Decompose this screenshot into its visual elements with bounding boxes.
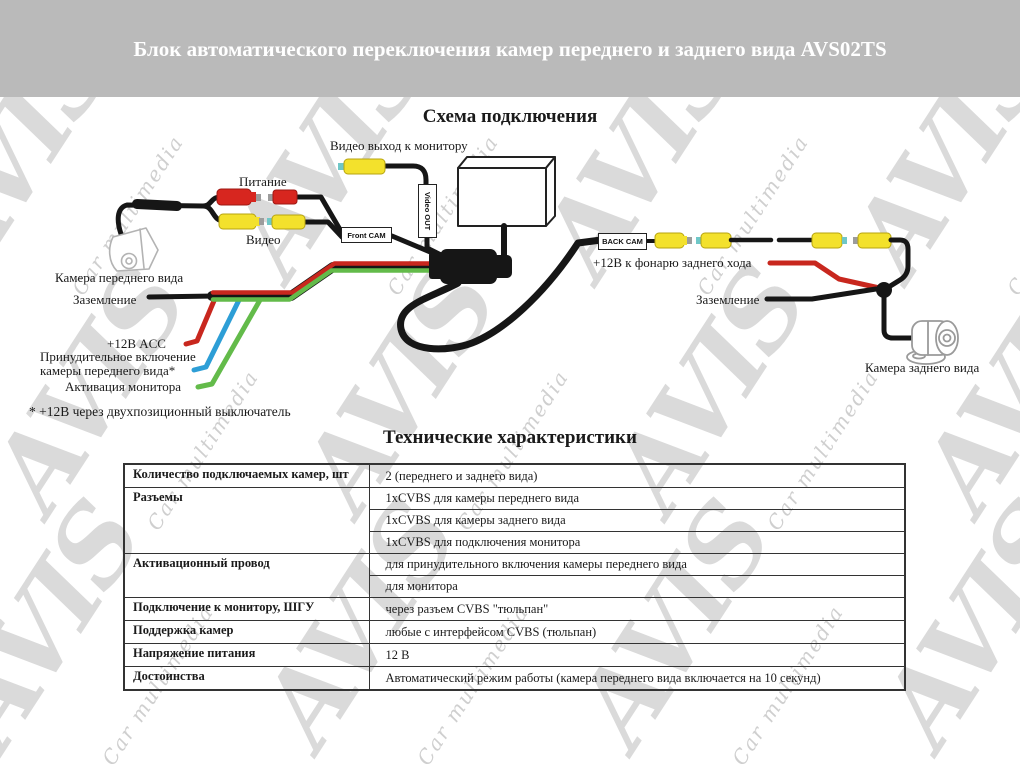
spec-value: 2 (переднего и заднего вида) xyxy=(368,463,906,488)
power-rca-connectors xyxy=(216,188,298,206)
table-row: Напряжение питания 12 В xyxy=(123,643,906,667)
spec-label: Достоинства xyxy=(123,666,370,691)
acc-12v-label: +12В ACC xyxy=(107,336,166,351)
rear-junction-node xyxy=(876,282,892,298)
front-camera-label: Камера переднего вида xyxy=(55,270,184,285)
header-banner: Блок автоматического переключения камер … xyxy=(0,0,1020,97)
spec-value: Автоматический режим работы (камера пере… xyxy=(368,666,906,691)
table-row: Достоинства Автоматический режим работы … xyxy=(123,666,906,691)
specs-table: Количество подключаемых камер, шт 2 (пер… xyxy=(123,463,906,691)
force-on-label-line1: Принудительное включение xyxy=(40,349,196,364)
rear-camera-cable xyxy=(397,236,605,353)
spec-value: любые с интерфейсом CVBS (тюльпан) xyxy=(368,620,906,644)
junction-block xyxy=(429,249,512,284)
table-row: Разъемы 1xCVBS для камеры переднего вида xyxy=(123,487,906,554)
acc-12v-wire xyxy=(183,293,219,347)
specs-title: Технические характеристики xyxy=(383,427,637,448)
watermark-tagline: Car multimedia xyxy=(1002,131,1020,300)
watermark-tagline: Car multimedia xyxy=(382,130,504,300)
table-row: 1xCVBS для подключения монитора xyxy=(124,531,906,554)
wire-bundle xyxy=(207,261,457,302)
page-title: Блок автоматического переключения камер … xyxy=(133,37,887,61)
front-camera-cable xyxy=(115,194,450,262)
back-cam-tag: BACK CAM xyxy=(598,233,647,250)
video-out-to-monitor-label: Видео выход к монитору xyxy=(330,138,468,153)
front-camera-icon xyxy=(108,227,159,272)
monitor-activation-wire xyxy=(195,297,263,390)
spec-label: Поддержка камер xyxy=(123,620,370,644)
watermark-tagline: Car multimedia xyxy=(692,130,814,300)
table-row: Поддержка камер любые с интерфейсом CVBS… xyxy=(123,620,906,644)
front-cam-tag: Front CAM xyxy=(341,227,392,243)
spec-value: 1xCVBS для подключения монитора xyxy=(368,531,906,554)
video-out-tag: Video OUT xyxy=(418,184,437,238)
force-on-label-line2: камеры переднего вида* xyxy=(40,363,176,378)
power-label: Питание xyxy=(239,174,287,189)
table-row: Подключение к монитору, ШГУ через разъем… xyxy=(123,597,906,621)
reverse-12v-label: +12В к фонарю заднего хода xyxy=(593,255,752,270)
monitor-activation-label: Активация монитора xyxy=(65,379,181,394)
video-rca-connectors xyxy=(218,213,306,230)
ground-right-wire xyxy=(764,286,879,302)
spec-label: Подключение к монитору, ШГУ xyxy=(123,597,370,621)
force-on-wire xyxy=(191,295,243,373)
spec-value: 1xCVBS для камеры переднего вида xyxy=(368,487,906,510)
table-row: Активационный провод для принудительного… xyxy=(123,553,906,598)
rear-camera-label: Камера заднего вида xyxy=(865,360,980,375)
ground-left-wire xyxy=(146,293,218,300)
rear-camera-icon xyxy=(906,320,959,365)
ground-left-label: Заземление xyxy=(73,292,137,307)
reverse-12v-wire xyxy=(767,260,887,292)
spec-value: 12 В xyxy=(368,643,906,667)
spec-value: для монитора xyxy=(368,575,906,598)
watermark-brand: AVIS xyxy=(896,248,1020,532)
spec-label: Напряжение питания xyxy=(123,643,370,667)
spec-value: для принудительного включения камеры пер… xyxy=(368,553,906,576)
table-row: 1xCVBS для камеры заднего вида xyxy=(124,509,906,532)
spec-value: 1xCVBS для камеры заднего вида xyxy=(368,509,906,532)
spec-label: Активационный провод xyxy=(123,553,370,598)
table-row: Количество подключаемых камер, шт 2 (пер… xyxy=(123,463,906,488)
ground-right-label: Заземление xyxy=(696,292,760,307)
video-label: Видео xyxy=(246,232,281,247)
monitor-box xyxy=(457,156,556,262)
spec-label: Количество подключаемых камер, шт xyxy=(123,463,370,488)
footnote-label: * +12В через двухпозиционный выключатель xyxy=(29,404,291,419)
spec-label: Разъемы xyxy=(123,487,370,554)
diagram-title: Схема подключения xyxy=(422,106,598,127)
rear-camera-lead xyxy=(881,293,915,341)
spec-value: через разъем CVBS "тюльпан" xyxy=(368,597,906,621)
